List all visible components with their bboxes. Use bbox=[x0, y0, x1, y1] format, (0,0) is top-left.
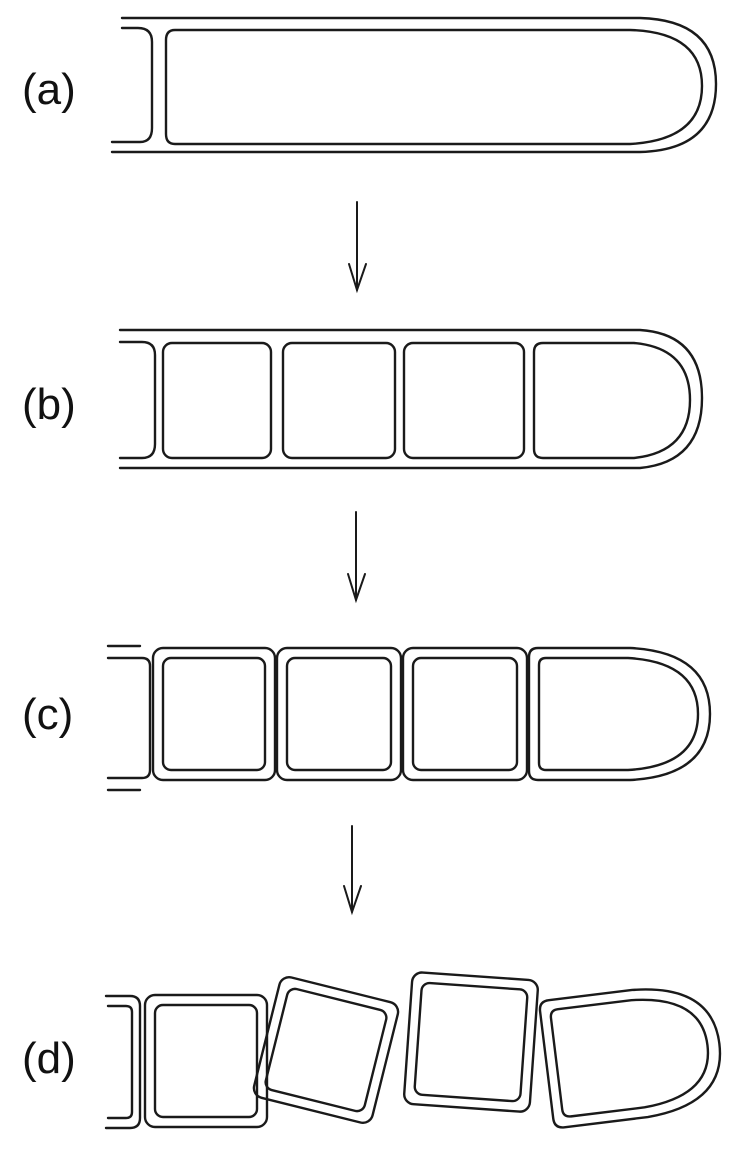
arrow-a-to-b bbox=[348, 201, 367, 294]
arrow-c-to-d bbox=[343, 825, 362, 916]
panel-c-cell-2-outer bbox=[275, 646, 403, 782]
panel-b-cell-4 bbox=[532, 341, 692, 460]
panel-a-filament bbox=[110, 16, 718, 154]
panel-b-filament bbox=[118, 328, 704, 470]
panel-label-c: (c) bbox=[22, 690, 74, 739]
panel-c-cell-4-outer bbox=[527, 646, 712, 782]
panel-b-cell-2 bbox=[281, 341, 397, 460]
panel-label-a: (a) bbox=[22, 65, 76, 114]
panel-c-cell-1-inner bbox=[161, 656, 267, 772]
arrow-b-to-c bbox=[347, 511, 366, 604]
panel-d-cell-3-tilted bbox=[403, 971, 539, 1113]
panel-d-cell-2-tilted bbox=[252, 976, 400, 1124]
panel-d-cell-4-tilted bbox=[538, 988, 722, 1129]
panel-c-cell-1-outer bbox=[151, 646, 277, 782]
panel-c-cell-4-inner bbox=[537, 656, 700, 772]
panel-label-b: (b) bbox=[22, 380, 76, 429]
panel-b-cell-1 bbox=[161, 341, 273, 460]
panel-d-filament bbox=[104, 971, 722, 1130]
panel-c-filament bbox=[106, 644, 712, 792]
panel-label-d: (d) bbox=[22, 1034, 76, 1083]
panel-b-cell-3 bbox=[402, 341, 526, 460]
panel-d-cell-1-outer bbox=[143, 993, 269, 1129]
panel-d-cell-1-inner bbox=[153, 1003, 259, 1119]
panel-c-cell-2-inner bbox=[285, 656, 393, 772]
panel-c-cell-3-inner bbox=[411, 656, 519, 772]
panel-a-cell bbox=[164, 28, 704, 146]
panel-c-cell-3-outer bbox=[401, 646, 529, 782]
